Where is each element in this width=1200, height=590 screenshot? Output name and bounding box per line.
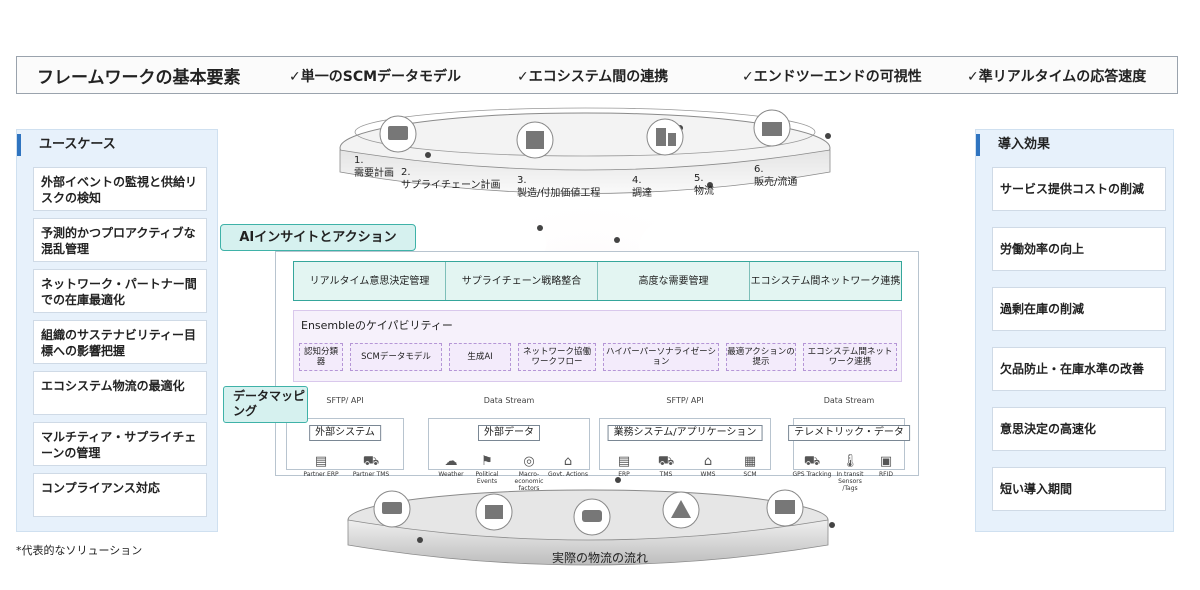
benefit-item: サービス提供コストの削減: [992, 167, 1166, 211]
feature-single-data-model: ✓単一のSCMデータモデル: [289, 69, 462, 85]
insight-network-integration: エコシステム間ネットワーク連携: [750, 275, 901, 287]
benefit-item: 短い導入期間: [992, 467, 1166, 511]
physical-flow-label: 実際の物流の流れ: [551, 551, 648, 565]
use-case-item: ネットワーク・パートナー間での在庫最適化: [33, 269, 207, 313]
capability-cognitive-classifier: 認知分類器: [299, 343, 343, 371]
benefit-item: 労働効率の向上: [992, 227, 1166, 271]
capabilities-box: Ensembleのケイパビリティー 認知分類器 SCMデータモデル 生成AI ネ…: [293, 310, 902, 382]
step-manufacturing: 3.製造/付加価値工程: [517, 175, 601, 199]
source-label: 外部システム: [309, 425, 381, 441]
source-label: 業務システム/アプリケーション: [607, 425, 763, 441]
benefit-item: 意思決定の高速化: [992, 407, 1166, 451]
use-case-item: コンプライアンス対応: [33, 473, 207, 517]
header-title: フレームワークの基本要素: [37, 67, 241, 88]
political-events-icon: ⚑Political Events: [475, 454, 499, 486]
step-sales-distribution: 6.販売/流通: [754, 164, 798, 188]
use-case-item: 組織のサステナビリティー目標への影響把握: [33, 320, 207, 364]
capability-hyper-personalization: ハイパーパーソナライゼーション: [603, 343, 719, 371]
feature-ecosystem-integration: ✓エコシステム間の連携: [517, 69, 669, 85]
use-cases-panel: ユースケース 外部イベントの監視と供給リスクの検知 予測的かつプロアクティブな混…: [16, 129, 218, 532]
step-demand-planning: 1.需要計画: [354, 155, 394, 179]
tms-icon: ⛟TMS: [657, 454, 675, 479]
source-label: 外部データ: [478, 425, 540, 441]
framework-header: フレームワークの基本要素 ✓単一のSCMデータモデル ✓エコシステム間の連携 ✓…: [16, 56, 1178, 94]
benefits-panel: 導入効果 サービス提供コストの削減 労働効率の向上 過剰在庫の削減 欠品防止・在…: [975, 129, 1174, 532]
insight-realtime-decision: リアルタイム意思決定管理: [294, 262, 446, 300]
ai-insights-box: リアルタイム意思決定管理 サプライチェーン戦略整合 高度な需要管理 エコシステム…: [275, 251, 919, 492]
benefit-item: 過剰在庫の削減: [992, 287, 1166, 331]
insight-row: リアルタイム意思決定管理 サプライチェーン戦略整合 高度な需要管理 エコシステム…: [293, 261, 902, 301]
erp-icon: ▤ERP: [617, 454, 631, 479]
protocol-label: Data Stream: [823, 396, 875, 405]
ai-insights-tab: AIインサイトとアクション: [220, 224, 416, 251]
use-cases-title: ユースケース: [17, 134, 116, 156]
gps-icon: ⛟GPS Tracking: [792, 454, 832, 479]
rfid-icon: ▣RFID: [878, 454, 893, 479]
macro-economic-icon: ◎Macro-economic factors: [514, 454, 544, 493]
data-mapping-tab: データマッピング: [223, 386, 308, 423]
capability-generative-ai: 生成AI: [449, 343, 511, 371]
source-label: テレメトリック・データ: [788, 425, 910, 441]
insight-demand-management: 高度な需要管理: [598, 262, 750, 300]
use-case-item: エコシステム物流の最適化: [33, 371, 207, 415]
insight-strategy-alignment: サプライチェーン戦略整合: [446, 262, 598, 300]
protocol-label: SFTP/ API: [326, 396, 364, 405]
partner-tms-icon: ⛟Partner TMS: [352, 454, 390, 479]
capability-next-best-action: 最適アクションの提示: [726, 343, 796, 371]
weather-icon: ☁Weather: [438, 454, 464, 479]
capability-network-workflow: ネットワーク協働ワークフロー: [518, 343, 596, 371]
partner-erp-icon: ▤Partner ERP: [303, 454, 339, 479]
benefits-title: 導入効果: [976, 134, 1050, 156]
use-case-item: 予測的かつプロアクティブな混乱管理: [33, 218, 207, 262]
step-logistics: 5.物流: [694, 173, 714, 197]
use-case-item: 外部イベントの監視と供給リスクの検知: [33, 167, 207, 211]
protocol-label: SFTP/ API: [666, 396, 704, 405]
footnote: *代表的なソリューション: [16, 544, 143, 557]
feature-near-realtime-response: ✓準リアルタイムの応答速度: [967, 69, 1147, 85]
benefit-item: 欠品防止・在庫水準の改善: [992, 347, 1166, 391]
protocol-label: Data Stream: [483, 396, 535, 405]
step-supply-chain-planning: 2.サプライチェーン計画: [401, 167, 501, 191]
use-case-item: マルチティア・サプライチェーンの管理: [33, 422, 207, 466]
wms-icon: ⌂WMS: [700, 454, 716, 479]
feature-end-to-end-visibility: ✓エンドツーエンドの可視性: [742, 69, 922, 85]
scm-icon: ▦SCM: [743, 454, 757, 479]
capabilities-title: Ensembleのケイパビリティー: [301, 319, 453, 332]
sensor-icon: 🌡In transit Sensors /Tags: [836, 454, 864, 493]
government-icon: ⌂Govt. Actions: [548, 454, 588, 479]
capability-scm-data-model: SCMデータモデル: [350, 343, 442, 371]
step-procurement: 4.調達: [632, 175, 652, 199]
capability-ecosystem-network: エコシステム間ネットワーク連携: [803, 343, 897, 371]
